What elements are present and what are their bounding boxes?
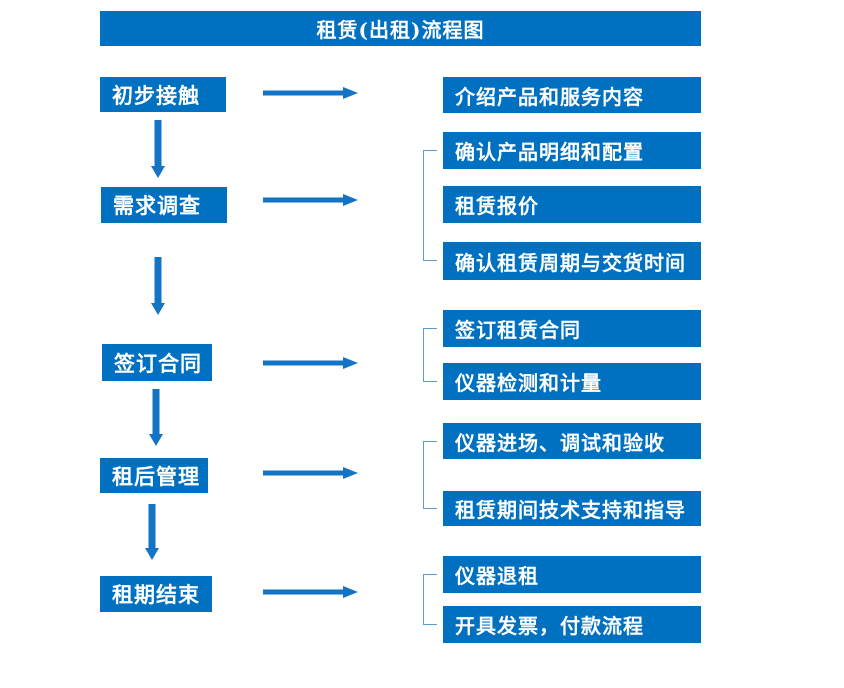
detail-box-rental-quote: 租赁报价 (443, 186, 701, 223)
arrow-down-icon (149, 389, 163, 446)
detail-box-instrument-arrival: 仪器进场、调试和验收 (443, 423, 701, 459)
detail-box-tech-support: 租赁期间技术支持和指导 (443, 491, 701, 526)
step-box-initial-contact: 初步接触 (100, 77, 226, 112)
detail-box-confirm-details: 确认产品明细和配置 (443, 132, 701, 169)
arrow-down-icon (151, 257, 165, 315)
detail-box-confirm-period: 确认租赁周期与交货时间 (443, 242, 701, 280)
arrow-down-icon (145, 504, 159, 560)
step-box-sign-contract: 签订合同 (102, 344, 212, 381)
bracket-connector-group-contract (423, 328, 437, 382)
arrow-right-icon (263, 194, 358, 206)
step-box-post-rental: 租后管理 (100, 458, 208, 493)
detail-box-introduce-products: 介绍产品和服务内容 (443, 77, 701, 113)
flowchart-title: 租赁(出租)流程图 (100, 11, 701, 46)
detail-box-instrument-return: 仪器退租 (443, 556, 701, 593)
step-box-rental-end: 租期结束 (100, 576, 212, 612)
detail-box-invoice-payment: 开具发票，付款流程 (443, 606, 701, 643)
arrow-right-icon (263, 87, 358, 99)
arrow-right-icon (263, 357, 358, 369)
detail-box-sign-rental-contract: 签订租赁合同 (443, 310, 701, 347)
detail-box-instrument-testing: 仪器检测和计量 (443, 363, 701, 400)
step-box-demand-survey: 需求调查 (101, 187, 227, 223)
bracket-connector-group-survey (423, 150, 437, 261)
arrow-right-icon (263, 586, 358, 598)
bracket-connector-group-end (423, 574, 437, 625)
bracket-connector-group-management (423, 441, 437, 509)
arrow-down-icon (151, 120, 165, 178)
arrow-right-icon (263, 467, 358, 479)
